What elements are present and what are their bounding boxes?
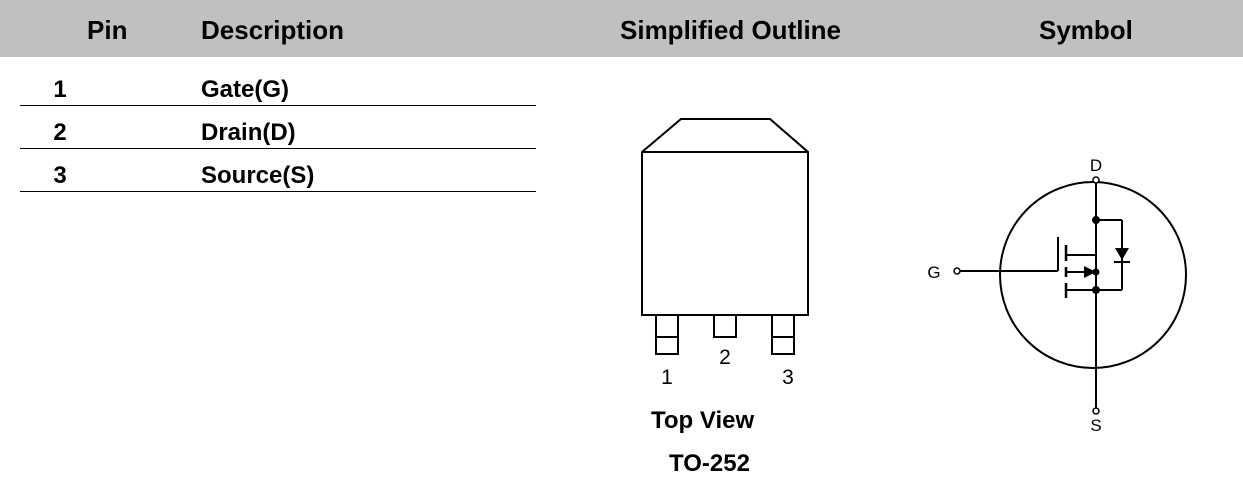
body-arrow <box>1084 266 1096 278</box>
lead-3-label: 3 <box>782 366 794 389</box>
pin-description: Source(S) <box>201 162 315 189</box>
pin-number: 2 <box>53 119 67 146</box>
pin-description: Gate(G) <box>201 76 290 103</box>
table-header-bar <box>0 0 1243 57</box>
to252-package-outline: 1 2 3 <box>641 118 809 389</box>
package-caption: TO-252 <box>669 450 750 477</box>
header-description: Description <box>201 15 345 45</box>
header-symbol: Symbol <box>1039 15 1133 45</box>
body-diode-triangle <box>1115 248 1129 260</box>
header-simplified-outline: Simplified Outline <box>620 15 842 45</box>
source-terminal <box>1092 407 1100 415</box>
mosfet-symbol: D G S <box>927 156 1187 435</box>
lead-1-label: 1 <box>661 366 673 389</box>
pin-number: 3 <box>53 162 67 189</box>
source-label: S <box>1090 416 1101 435</box>
top-view-caption: Top View <box>651 407 755 434</box>
pin-row-1: 1 Gate(G) <box>20 68 536 106</box>
header-pin: Pin <box>87 15 128 45</box>
lead-2 <box>713 314 737 338</box>
lead-3 <box>771 314 795 355</box>
pin-row-3: 3 Source(S) <box>20 154 536 192</box>
gate-label: G <box>927 263 940 282</box>
body-junction <box>1092 268 1100 276</box>
pin-description: Drain(D) <box>201 119 296 146</box>
drain-terminal <box>1092 176 1100 184</box>
pin-row-2: 2 Drain(D) <box>20 111 536 149</box>
package-body <box>641 118 809 316</box>
drain-label: D <box>1090 156 1102 175</box>
gate-terminal <box>953 267 961 275</box>
lead-2-label: 2 <box>719 346 731 369</box>
lead-1 <box>655 314 679 355</box>
symbol-envelope-circle <box>999 181 1187 369</box>
pin-number: 1 <box>53 76 67 103</box>
